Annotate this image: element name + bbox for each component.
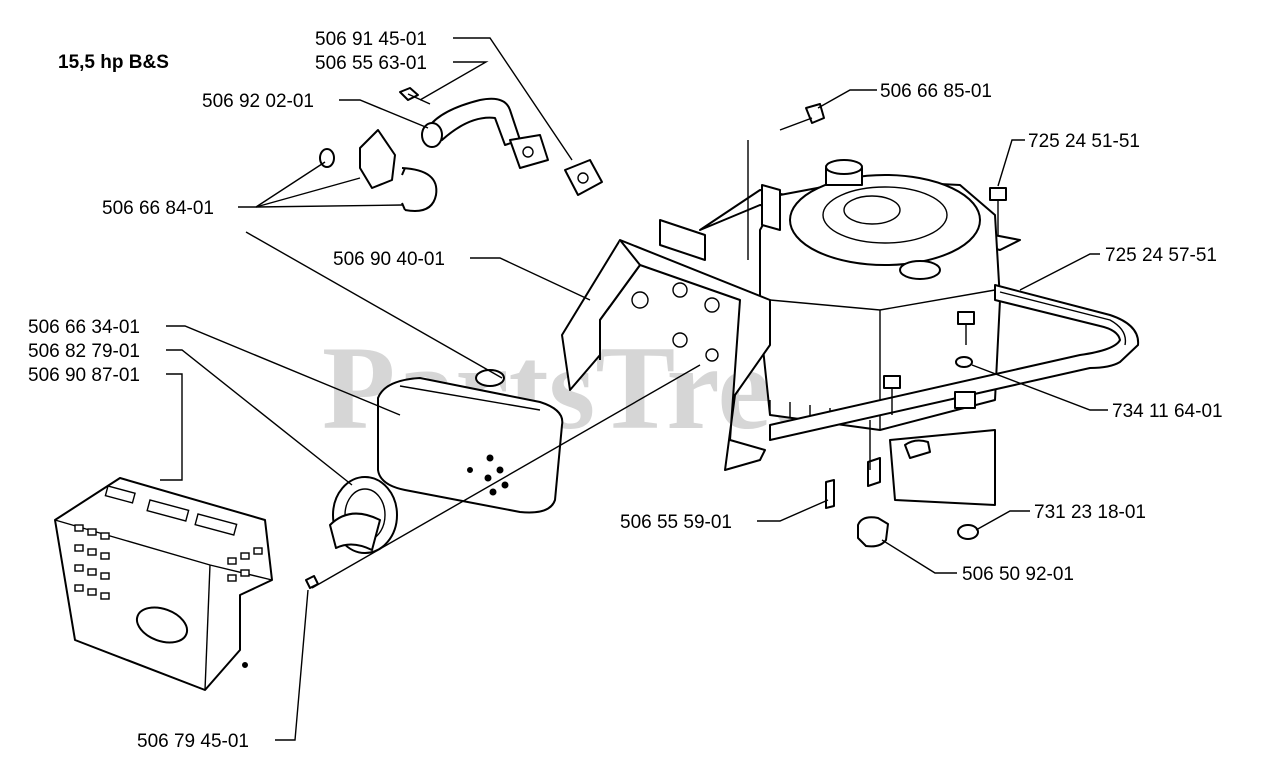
label-7252457: 725 24 57-51 (1105, 245, 1217, 266)
part-labels: 506 91 45-01 506 55 63-01 506 92 02-01 5… (28, 29, 1223, 752)
muffler (377, 369, 564, 514)
bracket-foot (904, 439, 931, 459)
engine-bracket (561, 184, 781, 471)
deflector (329, 476, 398, 554)
key-5065559 (825, 479, 835, 509)
label-5066684: 506 66 84-01 (102, 198, 214, 219)
label-5069145: 506 91 45-01 (315, 29, 427, 50)
bolt-lower (883, 375, 901, 389)
muffler-guard (54, 477, 273, 691)
label-5065563: 506 55 63-01 (315, 53, 427, 74)
label-5066685: 506 66 85-01 (880, 81, 992, 102)
label-5066634: 506 66 34-01 (28, 317, 140, 338)
label-5068279: 506 82 79-01 (28, 341, 140, 362)
clamp-assembly (319, 129, 438, 212)
label-5067945: 506 79 45-01 (137, 731, 249, 752)
label-5065559: 506 55 59-01 (620, 512, 732, 533)
bolt-upper (957, 311, 975, 325)
key (867, 457, 881, 487)
lift-handle (769, 284, 1140, 441)
label-5069202: 506 92 02-01 (202, 91, 314, 112)
pulley-5065092 (857, 516, 889, 548)
exhaust-pipe (421, 97, 549, 169)
leader-lines (160, 37, 1108, 741)
label-7252451: 725 24 51-51 (1028, 131, 1140, 152)
nut-7312318 (957, 524, 979, 540)
spacer (954, 391, 976, 409)
bolt-7252451 (989, 187, 1007, 201)
washer (955, 356, 973, 368)
label-5065092: 506 50 92-01 (962, 564, 1074, 585)
label-7341164: 734 11 64-01 (1112, 401, 1223, 422)
diagram-title: 15,5 hp B&S (58, 52, 169, 73)
label-5069087: 506 90 87-01 (28, 365, 140, 386)
label-7312318: 731 23 18-01 (1034, 502, 1146, 523)
label-5069040: 506 90 40-01 (333, 249, 445, 270)
vent-grid (74, 524, 263, 600)
